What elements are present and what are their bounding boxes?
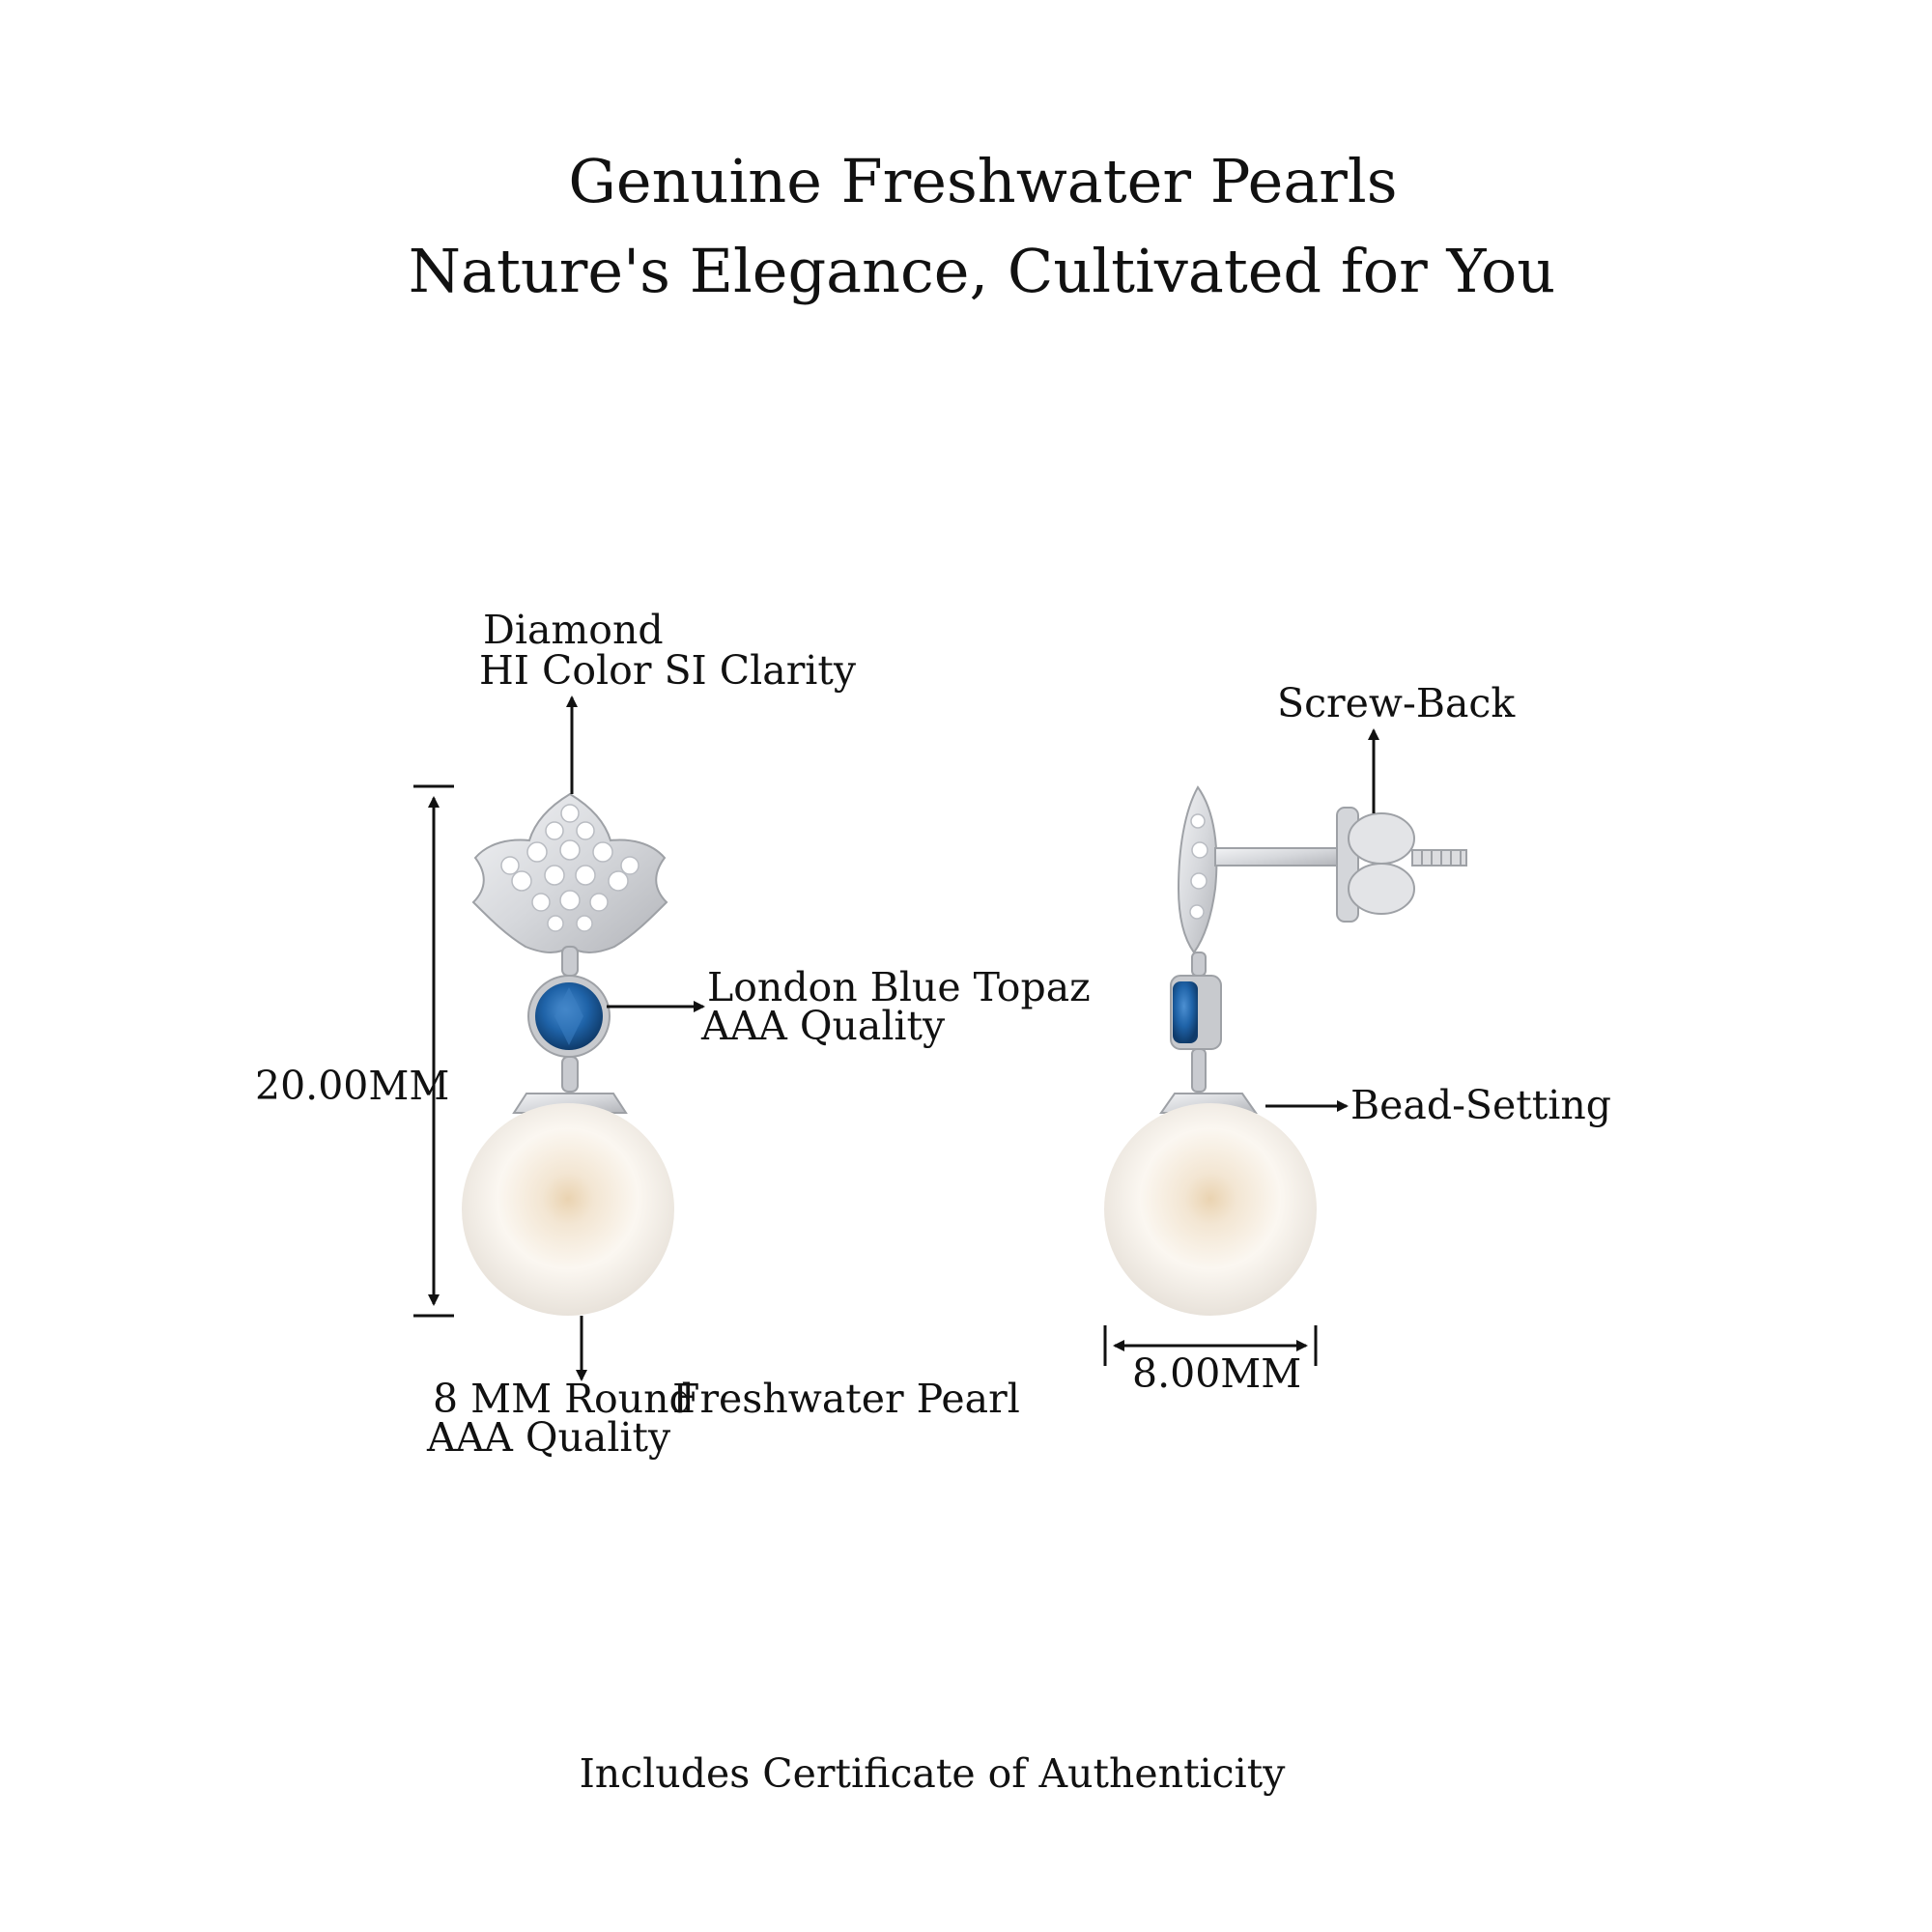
- diamond-stones: [500, 804, 639, 932]
- front-pearl: [462, 1103, 674, 1316]
- topaz-label: London Blue Topaz: [707, 964, 1091, 1010]
- width-label: 8.00MM: [1132, 1350, 1302, 1397]
- height-label: 20.00MM: [255, 1063, 450, 1109]
- diamond-grade-label: HI Color SI Clarity: [479, 647, 857, 694]
- pearl-size-label: 8 MM Round: [433, 1376, 695, 1422]
- screw-thread: [1411, 849, 1467, 867]
- width-dimension: [1103, 1325, 1318, 1366]
- screw-post: [1214, 847, 1338, 867]
- screw-back-nut: [1336, 807, 1415, 923]
- certificate-note: Includes Certificate of Authenticity: [579, 1750, 1286, 1797]
- side-earring: [1104, 785, 1467, 1316]
- side-diamond-cluster: [1177, 785, 1218, 954]
- bead-setting-label: Bead-Setting: [1350, 1082, 1612, 1128]
- page-title: Genuine Freshwater Pearls: [568, 146, 1398, 216]
- pearl-type-label: Freshwater Pearl: [672, 1376, 1020, 1422]
- side-topaz-stone: [1173, 981, 1198, 1043]
- topaz-quality-label: AAA Quality: [701, 1003, 946, 1049]
- height-dimension: [413, 784, 454, 1318]
- screw-back-label: Screw-Back: [1277, 680, 1516, 726]
- diamond-label: Diamond: [483, 607, 664, 653]
- page-subtitle: Nature's Elegance, Cultivated for You: [408, 236, 1556, 306]
- front-earring: [462, 792, 674, 1316]
- side-pearl: [1104, 1103, 1317, 1316]
- pearl-quality-label: AAA Quality: [427, 1414, 671, 1461]
